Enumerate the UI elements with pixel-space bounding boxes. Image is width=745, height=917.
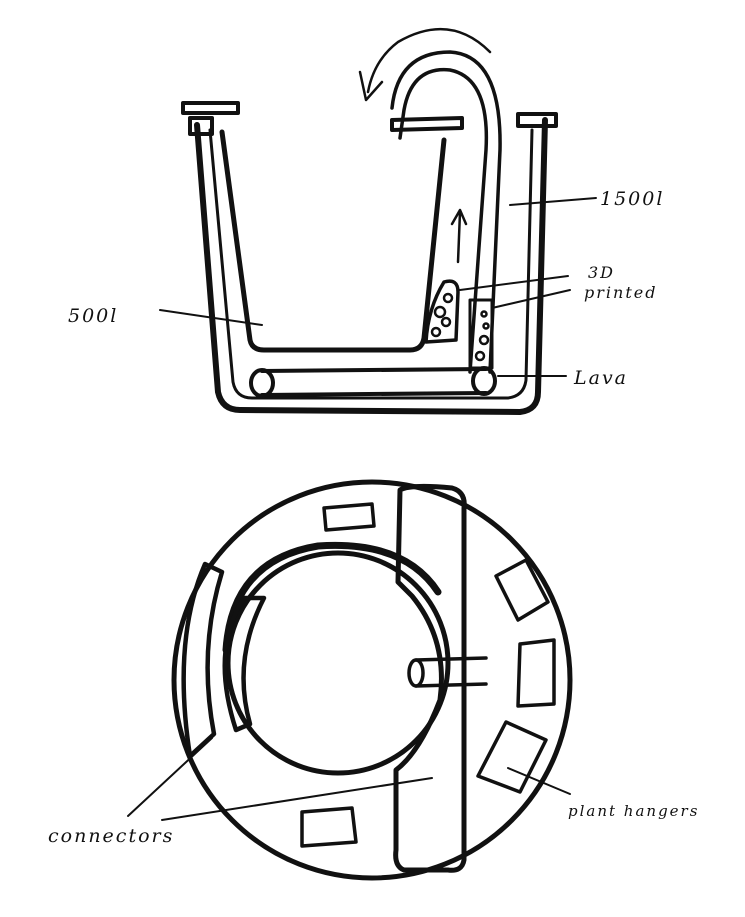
right-rim-cap: [516, 112, 558, 128]
leader-plant-hangers: [507, 767, 571, 795]
outer-vessel-wall: [194, 117, 548, 415]
inner-pot: [219, 129, 447, 353]
riser-tube: [398, 67, 489, 374]
leader-connectors-b: [161, 777, 433, 821]
plant-hanger: [516, 638, 556, 708]
label-plant-hangers: plant hangers: [568, 802, 699, 820]
printed-part-hole: [480, 310, 488, 318]
printed-part-hole: [442, 292, 454, 304]
printed-part-hole: [433, 305, 447, 319]
label-lava: Lava: [573, 367, 628, 389]
label-outer-volume: 1500l: [600, 188, 664, 210]
inner-pot-thick-rim: [222, 541, 442, 654]
leader-connectors-a: [127, 737, 213, 817]
printed-part-hole: [474, 350, 486, 362]
top-view: plant hangers connectors: [48, 479, 699, 881]
printed-part-hole: [430, 326, 442, 338]
label-printed-line1: 3D: [588, 263, 615, 282]
connector-left-outer: [181, 561, 225, 759]
outer-vessel-inner-wall: [208, 128, 534, 400]
outer-ring: [171, 479, 573, 881]
left-rim-clip: [188, 116, 214, 136]
bottom-pipe-left-end: [249, 368, 275, 398]
channel-strip: [393, 483, 467, 873]
side-section-view: 1500l 500l 3D printed Lava: [68, 27, 664, 415]
label-inner-volume: 500l: [68, 305, 118, 327]
printed-part-hole: [482, 322, 490, 330]
printed-part-riser: [468, 298, 494, 370]
printed-part-hole: [478, 334, 490, 346]
tube-stub: [414, 656, 488, 688]
bottom-pipe: [260, 367, 488, 397]
circulation-arrow: [366, 27, 492, 94]
inner-pot-rim: [390, 116, 464, 132]
left-rim-cap: [181, 101, 240, 115]
plant-hanger: [300, 806, 358, 848]
printed-part-hole: [440, 316, 452, 328]
circulation-arrow-head: [358, 70, 384, 102]
label-printed-line2: printed: [584, 283, 657, 302]
printed-part-inner: [424, 279, 460, 344]
leader-3d-printed-a: [459, 275, 569, 291]
plant-hanger: [494, 558, 550, 622]
label-connectors: connectors: [48, 825, 174, 847]
flow-up-arrow: [450, 208, 468, 264]
leader-3d-printed-b: [491, 289, 571, 309]
riser-tube-inner: [390, 50, 502, 374]
connector-left-inner: [222, 595, 267, 733]
leader-1500l: [509, 197, 597, 206]
leader-500l: [159, 309, 263, 326]
tube-stub-end: [407, 658, 425, 688]
plant-hanger: [322, 502, 376, 532]
plant-hanger: [476, 720, 548, 794]
inner-pot-ring: [225, 550, 451, 776]
